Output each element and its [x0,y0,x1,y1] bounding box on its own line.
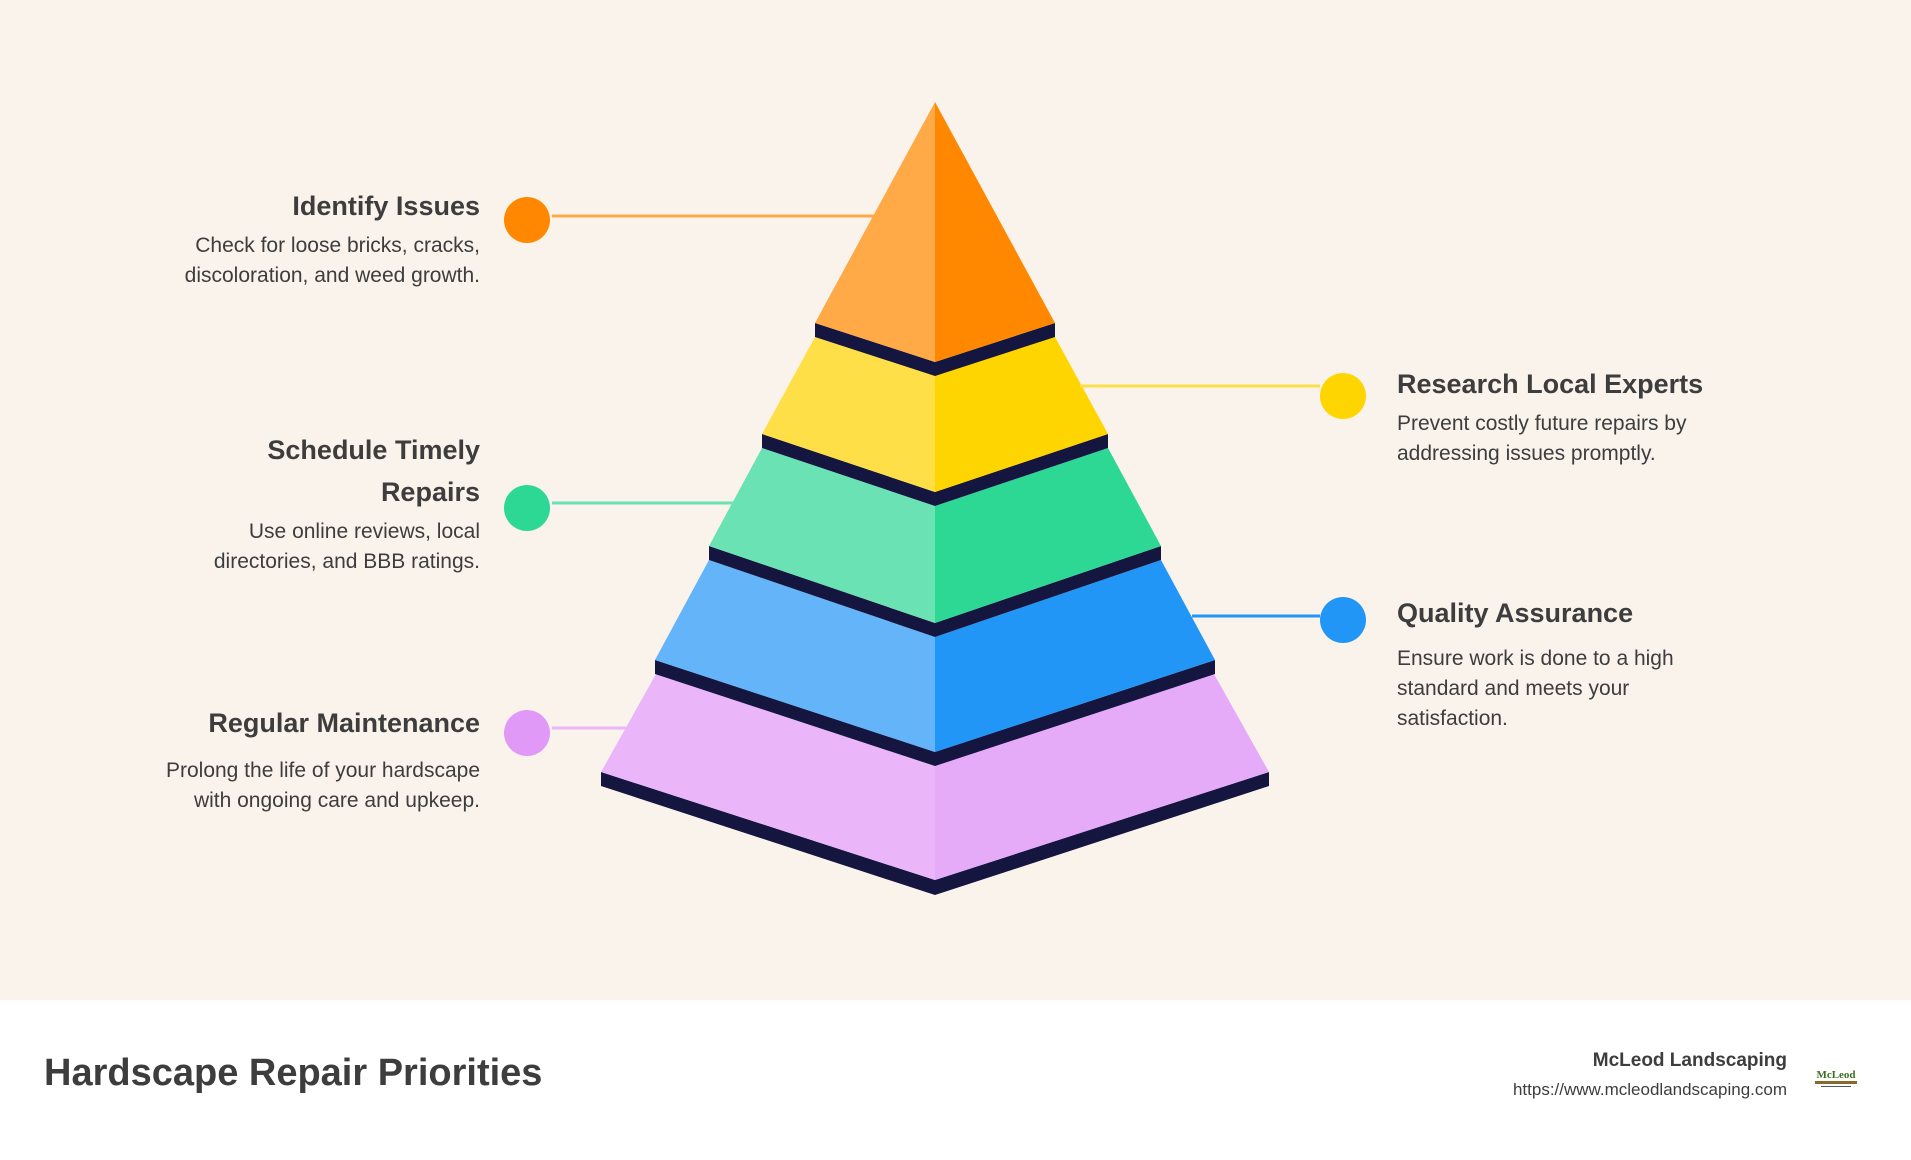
label-schedule-desc: Use online reviews, local directories, a… [213,520,480,573]
label-regular-maintenance: Regular Maintenance Prolong the life of … [130,702,480,816]
label-identify-issues: Identify Issues Check for loose bricks, … [140,185,480,291]
pyramid-level-third [709,448,1161,637]
pyramid-level-second-left [762,337,935,492]
brand-logo-text: McLeod [1816,1069,1855,1081]
pyramid-level-second-edge [762,434,1108,506]
brand-url[interactable]: https://www.mcleodlandscaping.com [1512,1080,1787,1099]
pyramid-level-second [762,337,1108,506]
label-identify-title: Identify Issues [292,191,480,221]
label-research-title: Research Local Experts [1397,369,1704,399]
page-title: Hardscape Repair Priorities [44,1052,543,1094]
marker-maintenance [504,710,550,756]
infographic-canvas: Identify Issues Check for loose bricks, … [0,0,1911,1000]
pyramid-level-fourth-right [935,560,1215,752]
pyramid-level-fourth [655,560,1215,766]
pyramid-level-top-left [815,102,935,362]
pyramid-level-third-right [935,448,1161,623]
pyramid-level-second-right [935,337,1108,492]
pyramid-level-top-right [935,102,1055,362]
label-maintenance-desc: Prolong the life of your hardscape with … [165,759,480,812]
marker-identify [504,197,550,243]
label-maintenance-title: Regular Maintenance [208,708,480,738]
pyramid-level-third-left [709,448,935,623]
pyramid-level-top [815,102,1055,376]
label-research-desc: Prevent costly future repairs by address… [1397,412,1687,465]
marker-schedule [504,485,550,531]
pyramid-level-fourth-left [655,560,935,752]
footer: Hardscape Repair Priorities McLeod Lands… [0,1000,1911,1160]
label-schedule-title: Schedule Timely Repairs [267,435,480,507]
label-quality-title: Quality Assurance [1397,598,1634,628]
marker-quality [1320,597,1366,643]
marker-research [1320,373,1366,419]
pyramid-level-top-edge [815,323,1055,376]
label-research-experts: Research Local Experts Prevent costly fu… [1397,363,1727,469]
label-identify-desc: Check for loose bricks, cracks, discolor… [184,234,480,287]
label-quality-desc: Ensure work is done to a high standard a… [1397,647,1674,730]
brand-name: McLeod Landscaping [1592,1050,1787,1071]
label-schedule-repairs: Schedule Timely Repairs Use online revie… [170,429,480,577]
label-quality-assurance: Quality Assurance Ensure work is done to… [1397,592,1717,734]
pyramid-diagram [552,102,1320,895]
brand-logo-icon: McLeod [1811,1066,1861,1088]
